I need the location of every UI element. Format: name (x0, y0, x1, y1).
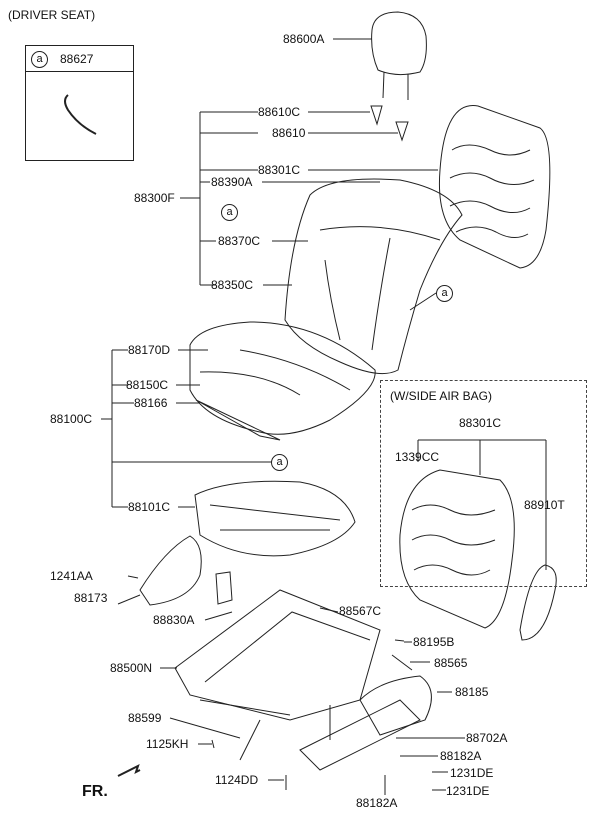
part-label: 88599 (128, 711, 162, 725)
seat-track-drawing (174, 589, 421, 771)
cushion-drawing (189, 321, 376, 441)
part-label: 88173 (74, 591, 108, 605)
side-bracket-drawing (139, 535, 202, 606)
inset-header: a 88627 (26, 46, 133, 72)
side-airbag-box: (W/SIDE AIR BAG) (380, 380, 587, 587)
headrest-drawing (371, 11, 427, 100)
front-direction-label: FR. (82, 783, 108, 800)
callout-marker: a (436, 285, 453, 302)
part-label: 1241AA (50, 569, 93, 583)
part-label: 88565 (434, 656, 468, 670)
part-label: 88170D (128, 343, 171, 357)
part-label: 88830A (153, 613, 195, 627)
part-label: 88166 (134, 396, 168, 410)
front-arrow (117, 764, 141, 777)
part-label: 88500N (110, 661, 153, 675)
sab-frame-drawing (399, 469, 557, 641)
callout-marker: a (221, 204, 238, 221)
part-label: 88185 (455, 685, 489, 699)
part-label: 1125KH (146, 737, 189, 751)
part-label: 88702A (466, 731, 508, 745)
part-label: 1124DD (215, 773, 259, 787)
part-label: 88300F (134, 191, 175, 205)
part-label: 88370C (218, 234, 261, 248)
part-label: 88100C (50, 412, 93, 426)
part-label: 1231DE (446, 784, 490, 798)
part-label: 88567C (339, 604, 382, 618)
seatback-frame-drawing (438, 105, 551, 269)
part-label: 88910T (524, 498, 565, 512)
part-label: 88101C (128, 500, 171, 514)
part-label: 1339CC (395, 450, 440, 464)
side-airbag-title: (W/SIDE AIR BAG) (390, 389, 493, 403)
diagram-title: (DRIVER SEAT) (8, 8, 96, 22)
seatback-pad-drawing (284, 178, 463, 375)
part-label: 88195B (413, 635, 455, 649)
part-label: 88301C (258, 163, 301, 177)
part-label: 88610 (272, 126, 306, 140)
part-label: 88182A (356, 796, 398, 810)
inset-marker: a (31, 51, 48, 68)
part-label: 88390A (211, 175, 253, 189)
part-label: 88610C (258, 105, 301, 119)
part-label: 88301C (459, 416, 502, 430)
inset-part-number: 88627 (60, 52, 94, 66)
part-label: 88350C (211, 278, 254, 292)
part-label: 88150C (126, 378, 169, 392)
part-label: 88600A (283, 32, 325, 46)
part-label: 88182A (440, 749, 482, 763)
part-label: 1231DE (450, 766, 494, 780)
callout-marker: a (271, 454, 288, 471)
inset-box: a 88627 (25, 45, 134, 161)
cushion-frame-drawing (194, 480, 356, 557)
leader-lines (101, 38, 547, 795)
track-cover-drawing (359, 675, 432, 736)
